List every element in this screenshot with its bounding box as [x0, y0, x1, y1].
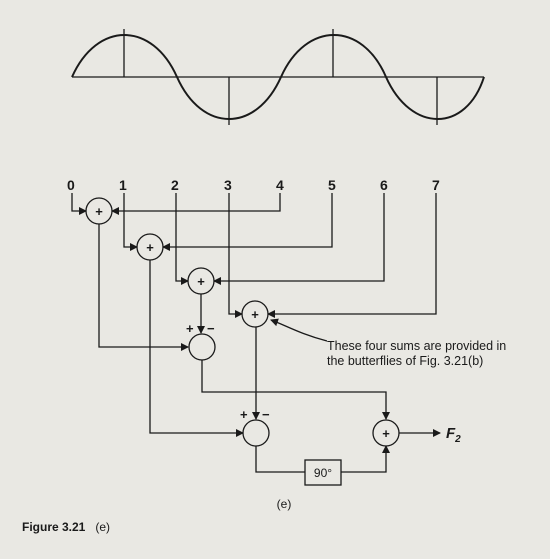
- wire-sum-b-to-diff-f: [149, 260, 244, 437]
- diff-e-plus: +: [186, 321, 194, 336]
- diff-node-f: [242, 419, 270, 447]
- output-label-main: F: [446, 425, 456, 442]
- wire-phase-to-sum-g: [341, 445, 390, 473]
- wire-5-to-sum-b: [162, 193, 333, 251]
- phase-shift-box: [304, 459, 342, 486]
- input-label-1: 1: [119, 177, 127, 193]
- input-label-2: 2: [171, 177, 179, 193]
- wire-6-to-sum-c: [213, 193, 385, 285]
- wire-7-to-sum-d: [267, 193, 437, 318]
- input-label-4: 4: [276, 177, 284, 193]
- caption-panel: (e): [95, 520, 111, 534]
- output-label: F2: [446, 425, 461, 445]
- diff-e-minus: −: [207, 321, 215, 336]
- sum-b-op: +: [146, 240, 154, 255]
- annotation-arrow: [270, 318, 328, 342]
- panel-sublabel: (e): [277, 497, 292, 511]
- wire-diff-e-to-sum-g: [201, 360, 390, 420]
- diff-node-e: [188, 333, 216, 361]
- wire-sum-a-to-diff-e: [98, 224, 189, 351]
- input-label-7: 7: [432, 177, 440, 193]
- wire-0-to-sum-a: [71, 193, 87, 215]
- sum-node-d: [241, 300, 269, 328]
- sum-a-op: +: [95, 204, 103, 219]
- note-line-1: These four sums are provided in: [327, 339, 506, 353]
- wire-4-to-sum-a: [111, 193, 281, 215]
- input-label-6: 6: [380, 177, 388, 193]
- diff-f-minus: −: [262, 407, 270, 422]
- input-label-5: 5: [328, 177, 336, 193]
- figure-caption: Figure 3.21 (e): [22, 520, 110, 534]
- sum-node-g: [372, 419, 400, 447]
- sum-g-op: +: [382, 426, 390, 441]
- input-label-0: 0: [67, 177, 75, 193]
- diff-f-plus: +: [240, 407, 248, 422]
- sum-node-c: [187, 267, 215, 295]
- note-line-2: the butterflies of Fig. 3.21(b): [327, 354, 483, 368]
- input-label-3: 3: [224, 177, 232, 193]
- phase-label: 90°: [314, 466, 332, 480]
- sum-d-op: +: [251, 307, 259, 322]
- sum-node-a: [85, 197, 113, 225]
- sine-wave: [71, 34, 485, 120]
- wire-3-to-sum-d: [228, 193, 243, 318]
- caption-figure-number: Figure 3.21: [22, 520, 86, 534]
- sum-c-op: +: [197, 274, 205, 289]
- output-label-subscript: 2: [454, 434, 461, 445]
- sum-node-b: [136, 233, 164, 261]
- wire-1-to-sum-b: [123, 193, 138, 251]
- wire-diff-f-to-phase: [255, 446, 305, 473]
- wire-2-to-sum-c: [175, 193, 189, 285]
